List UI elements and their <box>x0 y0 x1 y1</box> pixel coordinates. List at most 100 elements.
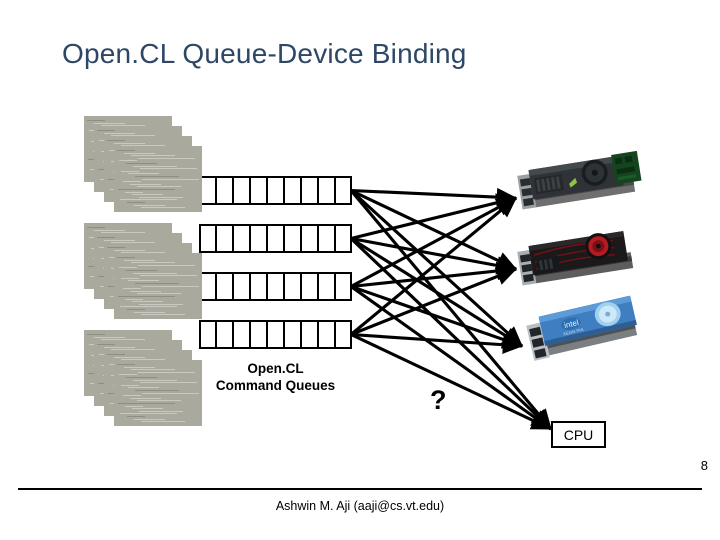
command-queue-cell[interactable] <box>267 176 284 205</box>
code-line <box>130 183 161 185</box>
code-line <box>134 311 165 313</box>
code-line <box>141 421 185 423</box>
command-queue-cell[interactable] <box>267 224 284 253</box>
code-line <box>139 410 183 412</box>
code-line <box>139 196 183 198</box>
code-line <box>125 191 143 193</box>
code-line <box>97 237 115 238</box>
command-queue-cell[interactable] <box>199 224 216 253</box>
binding-arrow <box>349 189 553 430</box>
command-queue-cell[interactable] <box>233 320 250 349</box>
code-line <box>137 186 181 188</box>
binding-arrow <box>350 196 518 288</box>
code-line <box>104 132 135 134</box>
amd-gpu-icon <box>517 231 634 286</box>
command-queue-cell[interactable] <box>284 224 301 253</box>
binding-arrow <box>350 285 524 349</box>
command-queue-cell[interactable] <box>250 272 267 301</box>
code-line <box>101 232 145 234</box>
command-queue-row[interactable] <box>199 272 352 301</box>
code-line <box>111 135 155 137</box>
command-queue-row[interactable] <box>199 320 352 349</box>
command-queue-cell[interactable] <box>250 176 267 205</box>
command-queue-row[interactable] <box>199 176 352 205</box>
code-line <box>127 416 145 417</box>
code-line <box>132 194 163 196</box>
code-line <box>125 298 143 300</box>
command-queue-cell[interactable] <box>233 176 250 205</box>
code-line <box>124 152 155 154</box>
command-queue-cell[interactable] <box>301 176 318 205</box>
code-line <box>87 120 105 121</box>
code-line <box>138 371 195 373</box>
code-line <box>134 204 165 206</box>
code-line <box>130 397 161 399</box>
command-queue-cell[interactable] <box>216 176 233 205</box>
command-queue-cell[interactable] <box>233 224 250 253</box>
code-line <box>121 145 165 147</box>
command-queue-cell[interactable] <box>318 320 335 349</box>
command-queue-cell[interactable] <box>301 272 318 301</box>
command-queue-cell[interactable] <box>250 224 267 253</box>
binding-arrow <box>350 261 518 289</box>
code-line <box>139 303 183 305</box>
command-queue-cell[interactable] <box>250 320 267 349</box>
code-line <box>142 285 199 287</box>
code-line <box>123 395 141 397</box>
page-number: 8 <box>700 458 708 473</box>
command-queue-cell[interactable] <box>335 272 352 301</box>
document-stack <box>84 223 202 323</box>
binding-arrow <box>349 189 524 348</box>
code-line <box>120 413 177 415</box>
command-queue-cell[interactable] <box>284 272 301 301</box>
command-queue-cell[interactable] <box>318 176 335 205</box>
command-queue-cell[interactable] <box>216 224 233 253</box>
document-sheet <box>114 360 202 426</box>
code-line <box>121 170 139 172</box>
code-line <box>137 400 181 402</box>
code-line <box>114 249 145 251</box>
command-queue-cell[interactable] <box>318 224 335 253</box>
command-queue-cell[interactable] <box>267 320 284 349</box>
code-line <box>131 262 175 264</box>
code-line <box>124 259 155 261</box>
command-queue-cell[interactable] <box>301 224 318 253</box>
code-line <box>140 168 197 170</box>
command-queue-cell[interactable] <box>301 320 318 349</box>
command-queue-cell[interactable] <box>233 272 250 301</box>
code-line <box>114 356 145 358</box>
code-line <box>118 296 175 297</box>
code-line <box>101 339 145 341</box>
command-queue-cell[interactable] <box>335 176 352 205</box>
command-queue-cell[interactable] <box>199 320 216 349</box>
code-line <box>131 155 175 157</box>
command-queue-cell[interactable] <box>284 176 301 205</box>
cpu-device-box[interactable]: CPU <box>551 421 606 448</box>
binding-arrow <box>350 189 518 271</box>
command-queue-cell[interactable] <box>335 224 352 253</box>
code-line <box>117 257 135 258</box>
code-line <box>128 173 159 175</box>
queues-label-line-1: Open.CL <box>247 361 304 376</box>
code-line <box>135 176 179 177</box>
code-line <box>131 369 175 371</box>
code-line <box>142 392 199 394</box>
command-queue-cell[interactable] <box>284 320 301 349</box>
code-line <box>120 306 177 308</box>
code-line <box>135 390 179 391</box>
command-queue-cell[interactable] <box>318 272 335 301</box>
code-line <box>97 344 115 345</box>
command-queues-label: Open.CL Command Queues <box>188 360 363 394</box>
command-queue-cell[interactable] <box>267 272 284 301</box>
code-line <box>107 247 125 248</box>
binding-arrow <box>350 332 524 354</box>
command-queue-cell[interactable] <box>216 320 233 349</box>
code-line <box>126 270 157 271</box>
code-line <box>101 125 145 127</box>
command-queue-cell[interactable] <box>335 320 352 349</box>
code-line <box>124 366 155 368</box>
code-line <box>104 346 135 348</box>
command-queue-row[interactable] <box>199 224 352 253</box>
code-line <box>117 150 135 151</box>
command-queue-cell[interactable] <box>216 272 233 301</box>
